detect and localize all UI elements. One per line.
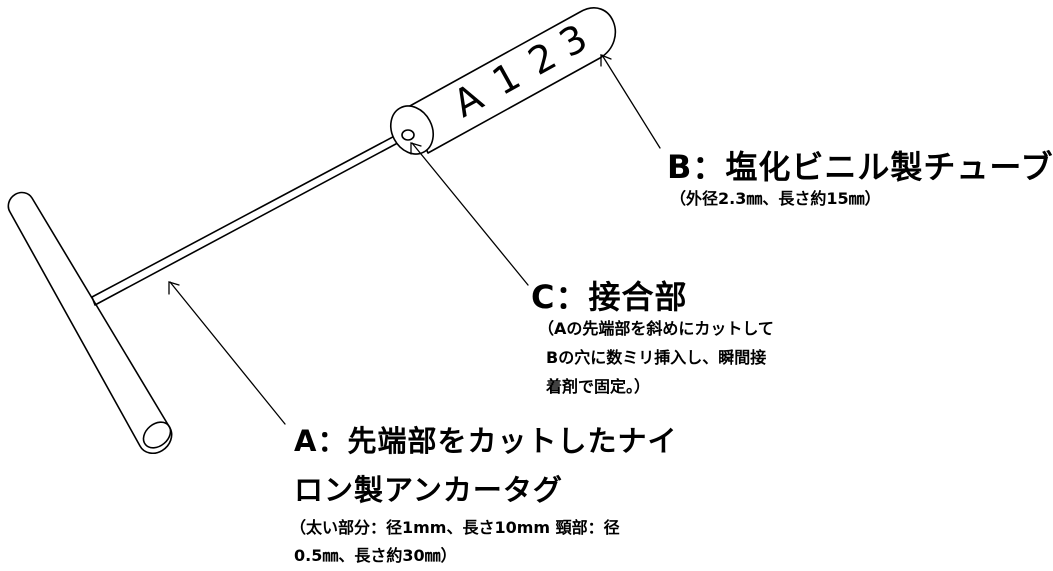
label-b-note: （外径2.3㎜、長さ約15㎜） — [670, 189, 881, 208]
t-bar — [7, 191, 173, 455]
label-c-title: C：接合部 — [531, 278, 688, 316]
label-a-title-line: ロン製アンカータグ — [294, 473, 563, 507]
label-c-note-line: 着剤で固定。） — [546, 377, 651, 396]
leader-line-c — [410, 142, 529, 286]
label-a-note-line: （太い部分：径1mm、長さ10mm 頸部：径 — [290, 518, 620, 537]
label-a-note-line: 0.5㎜、長さ約30㎜） — [294, 546, 457, 565]
label-b-title: B：塩化ビニル製チューブ — [667, 148, 1053, 186]
label-c-note-line: Bの穴に数ミリ挿入し、瞬間接 — [546, 348, 767, 367]
label-a-title-line: A：先端部をカットしたナイ — [294, 424, 678, 458]
leader-line-b — [600, 54, 661, 149]
tag-neck — [91, 130, 408, 306]
leader-line-a — [168, 281, 286, 425]
pvc-tube — [389, 7, 617, 155]
label-c-note-line: （Aの先端部を斜めにカットして — [538, 319, 774, 338]
